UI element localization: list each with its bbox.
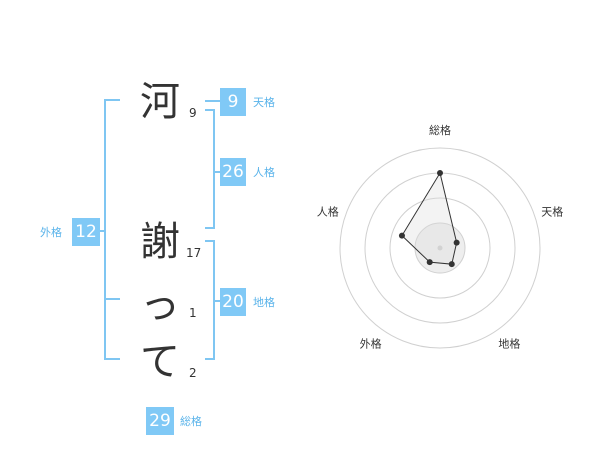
radar-label-3: 地格 — [498, 336, 520, 350]
chikaku-connector — [215, 300, 220, 302]
jinkaku-value: 26 — [220, 158, 246, 186]
jinkaku-bracket-bottom — [205, 227, 215, 229]
radar-point-1 — [437, 170, 443, 176]
jinkaku-connector — [215, 171, 220, 173]
name-char-4: て — [140, 339, 180, 385]
tenkaku-label: 天格 — [253, 96, 275, 109]
radar-center — [437, 245, 443, 251]
stroke-count-2: 17 — [186, 246, 202, 260]
chikaku-label: 地格 — [253, 296, 275, 309]
chikaku-bracket-top — [205, 240, 215, 242]
gaikaku-bracket-top — [104, 99, 120, 101]
name-char-3: っ — [140, 282, 180, 328]
gaikaku-bracket — [104, 99, 106, 360]
radar-point-2 — [453, 239, 460, 246]
radar-ring-2 — [389, 197, 491, 299]
radar-label-5: 人格 — [317, 205, 339, 219]
tenkaku-connector — [205, 100, 220, 102]
gaikaku-connector — [100, 230, 104, 232]
stroke-count-1: 9 — [189, 106, 197, 120]
radar-label-4: 外格 — [360, 336, 382, 350]
jinkaku-label: 人格 — [253, 166, 275, 179]
stroke-count-3: 1 — [189, 306, 197, 320]
radar-ring-4 — [339, 147, 541, 349]
radar-point-5 — [398, 232, 405, 239]
soukaku-value: 29 — [146, 407, 174, 435]
jinkaku-bracket — [213, 109, 215, 229]
gaikaku-bracket-bottom — [104, 358, 120, 360]
gaikaku-bracket-mid — [104, 298, 120, 300]
radar-point-4 — [426, 259, 433, 266]
radar-point-3 — [448, 261, 455, 268]
jinkaku-bracket-top — [205, 109, 215, 111]
name-char-1: 河 — [140, 79, 180, 125]
name-char-2: 謝 — [140, 219, 180, 265]
gaikaku-value: 12 — [72, 218, 100, 246]
chikaku-bracket-bottom — [205, 358, 215, 360]
gaikaku-label: 外格 — [40, 226, 62, 239]
chikaku-bracket — [213, 240, 215, 360]
stroke-count-4: 2 — [189, 366, 197, 380]
radar-label-2: 天格 — [541, 205, 563, 219]
soukaku-label: 総格 — [180, 415, 202, 428]
tenkaku-value: 9 — [220, 88, 246, 116]
radar-polygon — [401, 171, 458, 265]
radar-label-1: 総格 — [429, 123, 451, 137]
chikaku-value: 20 — [220, 288, 246, 316]
